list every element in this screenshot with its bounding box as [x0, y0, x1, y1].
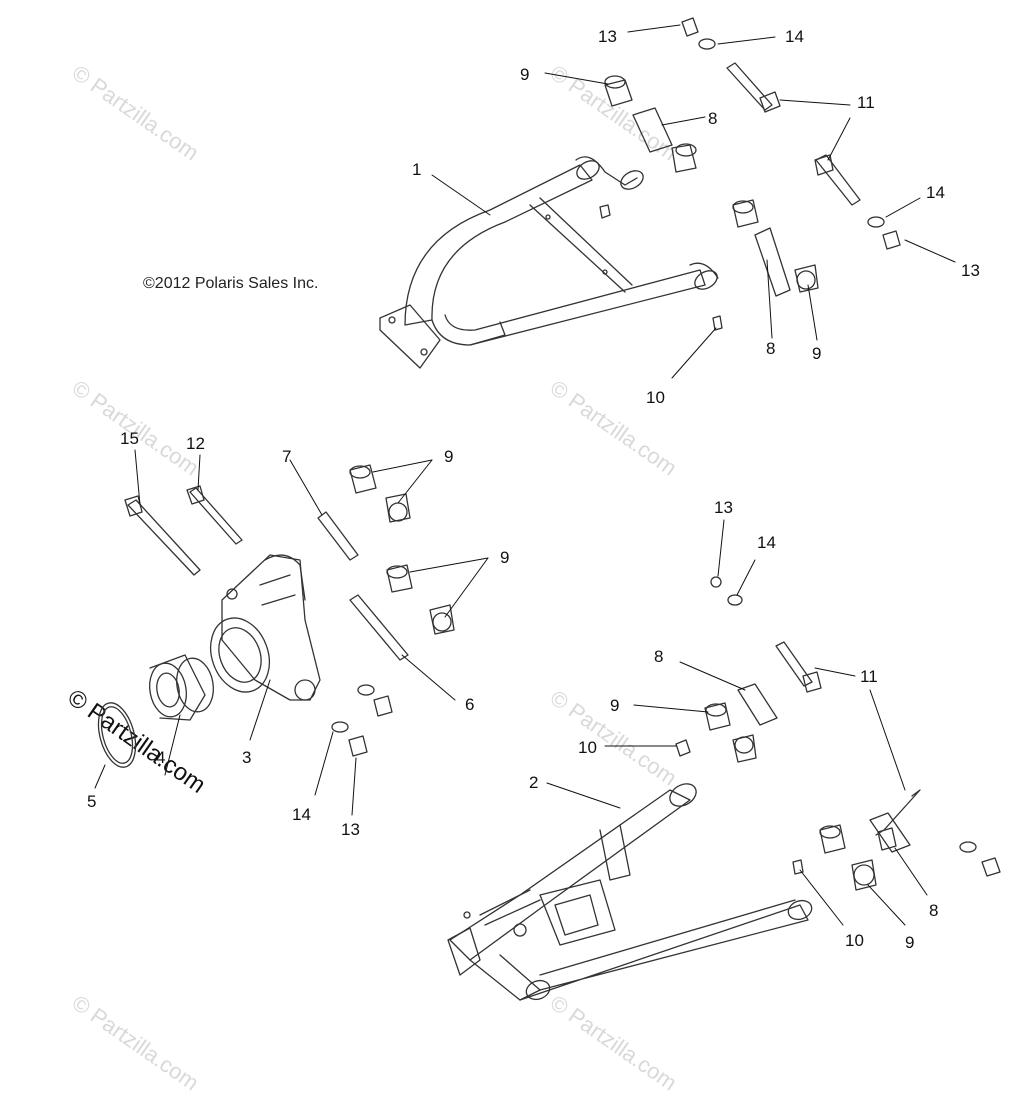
callout-label: 13: [714, 498, 733, 517]
callout-label: 5: [87, 792, 96, 811]
callout-label: 14: [785, 27, 804, 46]
callout-label: 2: [529, 773, 538, 792]
callout-label: 14: [926, 183, 945, 202]
callout-label: 14: [757, 533, 776, 552]
callout-label: 9: [812, 344, 821, 363]
callout-label: 9: [520, 65, 529, 84]
callout-label: 13: [341, 820, 360, 839]
parts-diagram: 13 14 9 11 8 1 14 13 8 9 10 15 12 7 9 9 …: [87, 17, 1001, 1001]
callout-label: 8: [766, 339, 775, 358]
callout-label: 13: [598, 27, 617, 46]
callout-label: 10: [845, 931, 864, 950]
callout-label: 14: [292, 805, 311, 824]
bearing: [149, 654, 214, 721]
callout-label: 7: [282, 447, 291, 466]
callout-label: 8: [654, 647, 663, 666]
callout-label: 6: [465, 695, 474, 714]
callout-label: 9: [610, 696, 619, 715]
snap-ring: [97, 702, 137, 768]
callout-label: 8: [929, 901, 938, 920]
callout-label: 1: [412, 160, 421, 179]
upper-hardware: [599, 17, 901, 331]
callout-label: 11: [857, 93, 875, 112]
middle-hardware: [124, 464, 455, 757]
callout-label: 13: [961, 261, 980, 280]
callout-label: 10: [646, 388, 665, 407]
callout-label: 3: [242, 748, 251, 767]
callout-label: 11: [860, 667, 878, 686]
callout-label: 4: [156, 748, 165, 767]
callout-label: 15: [120, 429, 139, 448]
copyright-text: ©2012 Polaris Sales Inc.: [143, 275, 319, 292]
callout-label: 9: [905, 933, 914, 952]
callout-label: 8: [708, 109, 717, 128]
callout-label: 9: [500, 548, 509, 567]
lower-hardware: [675, 576, 1001, 891]
spindle-knuckle: [210, 554, 321, 701]
lower-a-arm: [447, 783, 813, 1001]
callouts: 13 14 9 11 8 1 14 13 8 9 10 15 12 7 9 9 …: [87, 27, 980, 952]
callout-label: 9: [444, 447, 453, 466]
upper-a-arm: [379, 156, 719, 369]
callout-label: 12: [186, 434, 205, 453]
callout-label: 10: [578, 738, 597, 757]
leader-lines: [94, 24, 956, 926]
